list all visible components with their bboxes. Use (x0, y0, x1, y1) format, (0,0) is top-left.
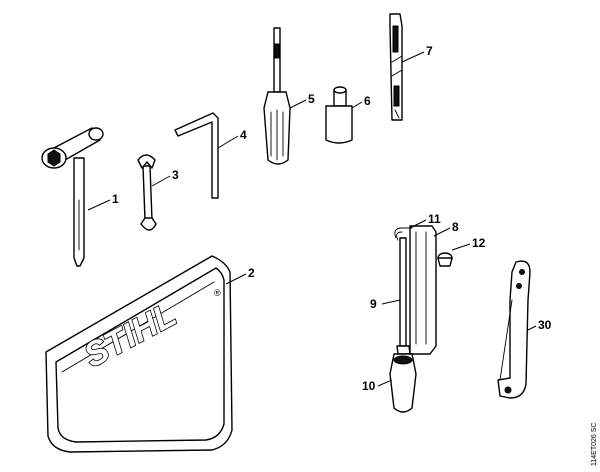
callout-5: 5 (308, 92, 315, 106)
open-end-wrench (137, 154, 157, 231)
drawing-code: 114ET026 SC (591, 423, 598, 466)
callout-11: 11 (428, 212, 441, 226)
spanner-plate (497, 260, 531, 399)
nut-driver-bit (325, 86, 353, 144)
file-holder (409, 225, 437, 355)
callout-6: 6 (364, 94, 371, 108)
callout-9: 9 (370, 297, 377, 311)
callout-labels: 1 2 3 4 5 6 7 8 9 10 11 12 30 (112, 44, 552, 393)
leader-lines (87, 51, 537, 387)
screw (437, 252, 453, 267)
callout-8: 8 (452, 220, 459, 234)
tool-pouch: STIHL ® (45, 255, 233, 453)
callout-1: 1 (112, 192, 119, 206)
callout-3: 3 (172, 168, 179, 182)
round-file (399, 237, 407, 347)
callout-4: 4 (240, 128, 247, 142)
file-handle (389, 345, 417, 413)
callout-12: 12 (472, 236, 486, 250)
hex-key (174, 112, 219, 199)
depth-gauge-tool (389, 13, 403, 121)
callout-30: 30 (538, 318, 552, 332)
retaining-clip (394, 227, 413, 241)
screwdriver (263, 27, 291, 165)
callout-10: 10 (362, 379, 376, 393)
callout-2: 2 (248, 266, 255, 280)
registered-mark: ® (214, 288, 221, 298)
combination-wrench (41, 127, 104, 267)
callout-7: 7 (426, 44, 433, 58)
